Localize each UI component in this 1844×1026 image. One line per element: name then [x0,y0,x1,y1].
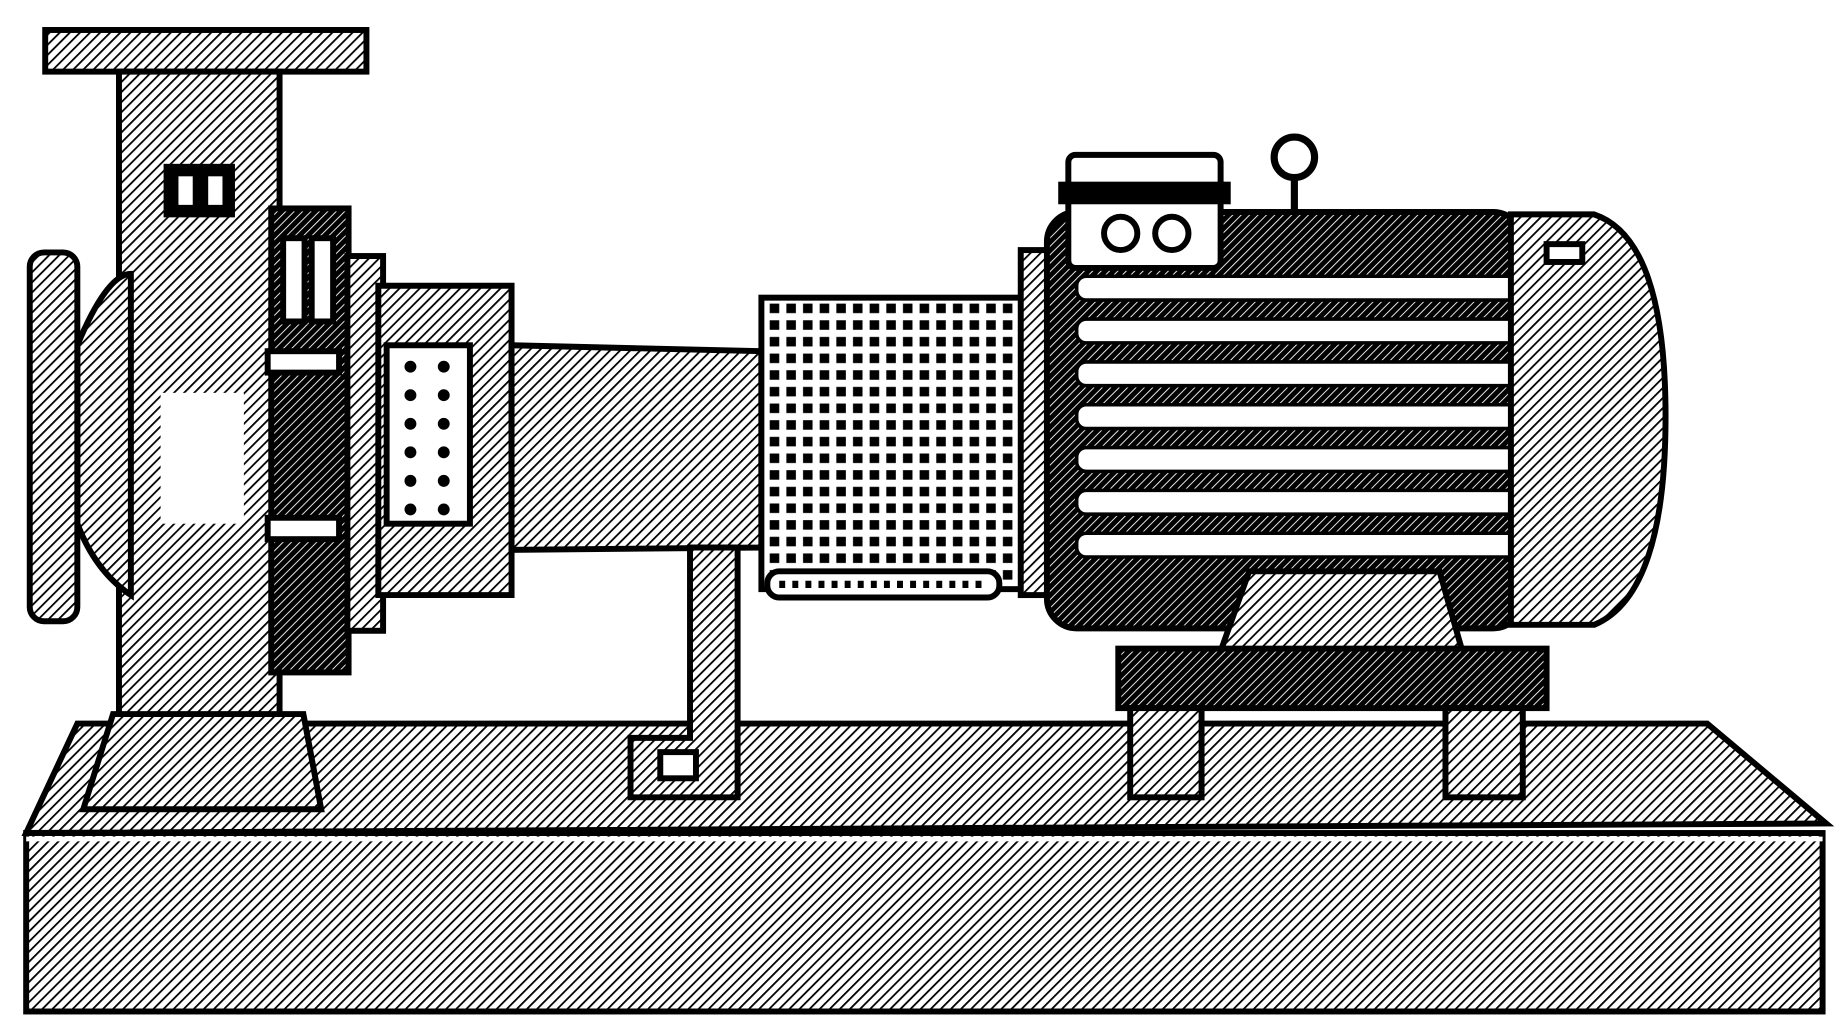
motor-feet [1115,568,1550,801]
cable-gland-icon [1101,213,1141,254]
pump-casing [26,27,370,813]
support-leg [627,544,741,801]
coupling-housing [375,282,515,599]
base-plate [21,720,1835,1015]
coupling-guard [758,294,1029,601]
shaft-tube [508,342,765,553]
bearing-bracket [264,205,387,676]
lifting-eyebolt [1270,133,1319,213]
terminal-box [1058,151,1231,271]
cable-gland-icon [1152,213,1192,254]
electric-motor [1017,209,1669,632]
